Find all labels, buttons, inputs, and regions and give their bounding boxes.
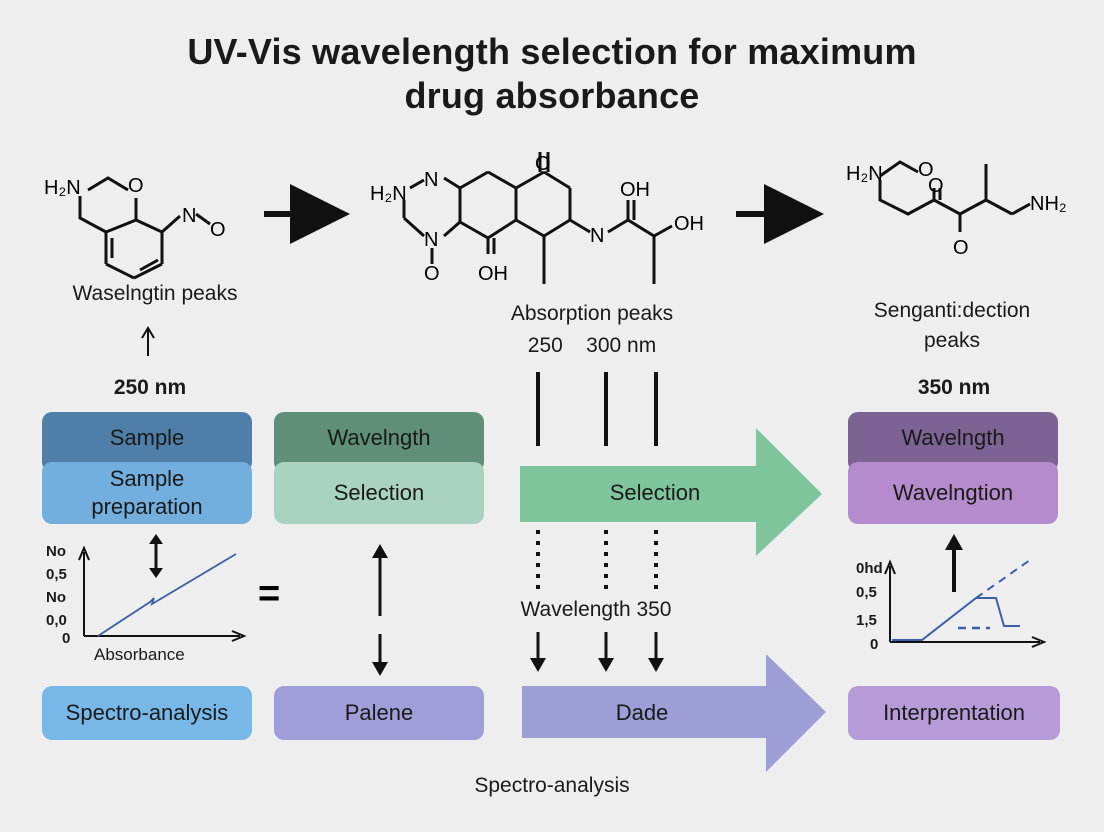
left-y-tick: No — [46, 543, 66, 560]
left-molecule — [78, 176, 211, 280]
page-title: UV-Vis wavelength selection for maximum … — [0, 30, 1104, 118]
left-mini-curve — [97, 553, 237, 637]
selection-box-label: Selection — [333, 480, 425, 505]
right-atom-o3: O — [953, 237, 969, 259]
right-caption-line-1: Senganti:dection — [873, 299, 1031, 322]
double-arrow-col2 — [372, 544, 388, 676]
wavelength-box-label: Wavelngth — [327, 425, 431, 450]
left-molecule-caption: Waselngtin peaks — [72, 282, 238, 305]
right-atom-h2n: H₂N — [846, 163, 883, 185]
right-y-tick: 0,5 — [856, 584, 877, 601]
footer-label: Spectro-analysis — [474, 774, 630, 797]
sample-preparation-line-1: Sample — [109, 466, 185, 491]
title-line-1: UV-Vis wavelength selection for maximum — [187, 31, 917, 72]
peak-dotted-lines — [536, 530, 658, 590]
right-y-tick: 0hd — [856, 560, 883, 577]
selection-arrow-label: Selection — [609, 480, 701, 505]
left-y-tick: 0,5 — [46, 566, 67, 583]
right-molecule-caption: Senganti:dection peaks — [832, 296, 1072, 356]
left-chart-x-label: Absorbance — [94, 645, 185, 664]
center-atom-oh2: OH — [620, 179, 650, 201]
sample-preparation-line-2: preparation — [91, 494, 203, 519]
left-chart-y-ticks: No 0,5 No 0,0 — [46, 540, 67, 632]
mini-chart-right — [884, 559, 1047, 648]
wavelength-label-left: 250 nm — [113, 376, 187, 399]
center-molecule — [402, 152, 673, 284]
spectro-analysis-label: Spectro-analysis — [65, 700, 229, 725]
center-caption-line-2: 250 300 nm — [527, 334, 657, 357]
right-molecule — [878, 160, 1031, 232]
left-atom-o1: O — [128, 175, 144, 197]
sample-box-label: Sample — [109, 425, 185, 450]
wavelength-label-middle: Wavelength 350 — [520, 598, 672, 621]
center-atom-h2n: H₂N — [370, 183, 407, 205]
dade-arrow-shape — [522, 654, 826, 772]
dade-arrow-label: Dade — [615, 700, 669, 725]
interpretation-label: Interprentation — [883, 700, 1025, 725]
center-atom-oh1: OH — [478, 263, 508, 285]
sample-preparation-box[interactable]: Sample preparation — [42, 462, 252, 524]
spectro-analysis-box[interactable]: Spectro-analysis — [42, 686, 252, 740]
right-caption-line-2: peaks — [923, 329, 981, 352]
wavelength-label-right: 350 nm — [917, 376, 991, 399]
purple-wavelength-label: Wavelngth — [901, 425, 1005, 450]
right-y-tick: 0 — [870, 636, 879, 653]
peak-lines — [536, 372, 658, 446]
center-molecule-caption: Absorption peaks 250 300 nm — [462, 298, 722, 362]
left-atom-o2: O — [210, 219, 226, 241]
right-atom-o1: O — [918, 159, 934, 181]
center-atom-n1: N — [424, 169, 438, 191]
right-y-tick: 1,5 — [856, 612, 877, 629]
center-atom-oh3: OH — [674, 213, 704, 235]
selection-box[interactable]: Selection — [274, 462, 484, 524]
right-atom-o2: O — [928, 175, 944, 197]
double-arrow-col1 — [149, 534, 163, 578]
title-line-2: drug absorbance — [404, 75, 700, 116]
wavelengtion-label: Wavelngtion — [892, 480, 1014, 505]
right-mini-curve — [892, 597, 1020, 641]
interpretation-box[interactable]: Interprentation — [848, 686, 1060, 740]
right-atom-nh2: NH₂ — [1030, 193, 1067, 215]
down-arrows-middle — [530, 632, 664, 672]
mini-chart-left — [78, 545, 247, 642]
left-y-tick-zero: 0 — [62, 630, 71, 647]
left-atom-n: N — [182, 205, 196, 227]
wavelengtion-box[interactable]: Wavelngtion — [848, 462, 1058, 524]
palene-label: Palene — [344, 700, 414, 725]
equals-sign: = — [258, 573, 280, 615]
center-atom-n2: N — [424, 229, 438, 251]
center-caption-line-1: Absorption peaks — [510, 302, 674, 325]
center-atom-o-bottom: O — [424, 263, 440, 285]
left-atom-h2n: H₂N — [44, 177, 81, 199]
palene-box[interactable]: Palene — [274, 686, 484, 740]
up-arrow-col4 — [945, 534, 963, 592]
left-y-tick: No — [46, 589, 66, 606]
center-atom-o-top: O — [535, 153, 551, 175]
selection-arrow-shape — [520, 428, 822, 556]
center-atom-n3: N — [590, 225, 604, 247]
left-y-tick: 0,0 — [46, 612, 67, 629]
